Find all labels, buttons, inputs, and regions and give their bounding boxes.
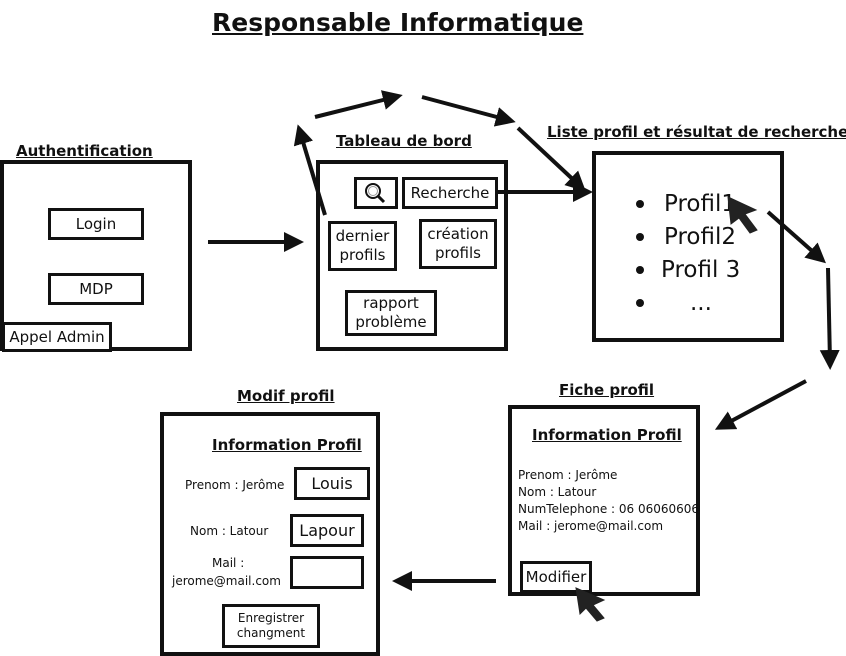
password-field[interactable]: MDP (48, 273, 144, 305)
login-field[interactable]: Login (48, 208, 144, 240)
first-name-label: Prenom : Jerôme (185, 478, 285, 492)
flow-arrow (314, 90, 403, 119)
mail-input[interactable] (290, 556, 364, 589)
search-icon (365, 183, 386, 204)
last-name-input[interactable]: Lapour (290, 514, 364, 547)
flow-arrow (516, 126, 586, 192)
profile-list-screen: Profil1 Profil2 Profil 3 ... (592, 151, 784, 342)
mail-text: Mail : jerome@mail.com (518, 519, 664, 533)
profile-card-heading: Fiche profil (559, 381, 655, 399)
dashboard-screen: Recherche dernier profils création profi… (316, 160, 508, 351)
dashboard-heading: Tableau de bord (336, 132, 472, 150)
profile-edit-heading: Modif profil (237, 387, 335, 405)
cursor-icon (727, 196, 758, 234)
last-name-label: Nom : Latour (190, 524, 269, 538)
search-button[interactable] (354, 177, 398, 209)
profile-name: Profil1 (664, 191, 736, 217)
recent-profiles-button[interactable]: dernier profils (328, 221, 397, 271)
bullet-icon (636, 266, 644, 274)
profile-edit-subheading: Information Profil (212, 436, 362, 454)
last-name-text: Nom : Latour (518, 485, 597, 499)
report-problem-button[interactable]: rapport problème (345, 290, 437, 336)
list-item[interactable]: Profil2 (636, 222, 786, 252)
phone-text: NumTelephone : 06 06060606 (518, 502, 700, 516)
list-item[interactable]: Profil 3 (636, 255, 786, 285)
flow-arrow (421, 95, 516, 127)
profile-name: Profil2 (664, 224, 736, 250)
auth-screen: Login MDP Appel Admin (0, 160, 192, 352)
mail-label: Mail : (212, 556, 245, 570)
flow-arrow (293, 124, 327, 216)
first-name-input[interactable]: Louis (294, 467, 370, 500)
call-admin-button[interactable]: Appel Admin (2, 322, 112, 352)
search-input[interactable]: Recherche (402, 177, 498, 209)
auth-heading: Authentification (16, 142, 153, 160)
modify-button[interactable]: Modifier (520, 561, 592, 593)
mail-label-value: jerome@mail.com (172, 574, 281, 588)
profile-name: Profil 3 (661, 257, 741, 283)
profile-list-heading: Liste profil et résultat de recherche (547, 123, 846, 141)
page-title: Responsable Informatique (212, 8, 584, 37)
profile-card-subheading: Information Profil (532, 426, 682, 444)
profile-name: ... (690, 290, 712, 316)
create-profiles-button[interactable]: création profils (419, 219, 497, 269)
bullet-icon (636, 200, 644, 208)
profile-edit-screen: Information Profil Prenom : Jerôme Louis… (160, 412, 380, 656)
profile-card-screen: Information Profil Prenom : Jerôme Nom :… (508, 405, 700, 596)
flow-arrow (714, 379, 807, 430)
list-item[interactable]: Profil1 (636, 189, 786, 219)
flow-arrow (819, 267, 840, 370)
bullet-icon (636, 299, 644, 307)
save-button[interactable]: Enregistrer changment (222, 604, 320, 648)
list-item[interactable]: ... (636, 288, 786, 318)
cursor-icon (575, 587, 606, 622)
first-name-text: Prenom : Jerôme (518, 468, 618, 482)
flow-arrow (766, 210, 826, 264)
bullet-icon (636, 233, 644, 241)
